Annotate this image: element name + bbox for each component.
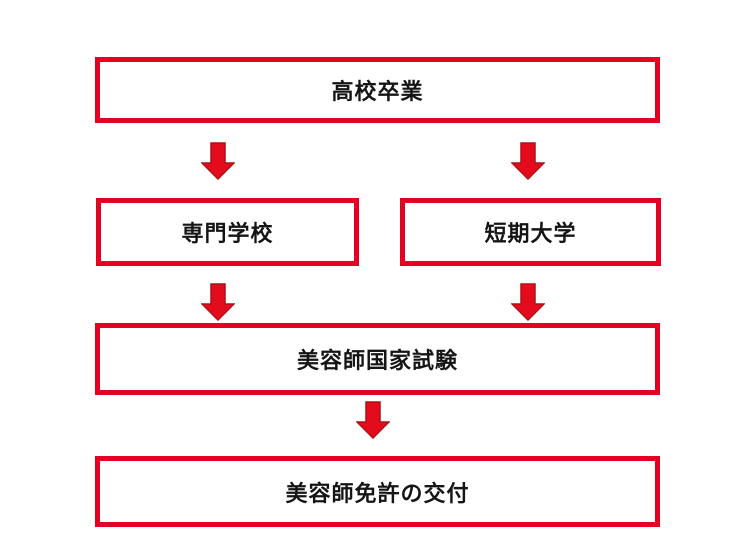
down-arrow-icon	[511, 142, 545, 180]
down-arrow-icon	[201, 142, 235, 180]
node-license-issuance: 美容師免許の交付	[95, 456, 660, 527]
down-arrow-icon	[201, 283, 235, 321]
node-license-issuance-label: 美容師免許の交付	[285, 480, 470, 506]
node-junior-college: 短期大学	[400, 198, 661, 266]
node-junior-college-label: 短期大学	[484, 221, 577, 246]
node-highschool-graduation: 高校卒業	[95, 57, 660, 123]
node-vocational-school-label: 専門学校	[181, 221, 274, 246]
node-vocational-school: 専門学校	[96, 198, 359, 266]
node-highschool-graduation-label: 高校卒業	[331, 79, 424, 104]
node-national-exam-label: 美容師国家試験	[296, 348, 458, 373]
down-arrow-icon	[511, 283, 545, 321]
down-arrow-icon	[356, 401, 390, 439]
node-national-exam: 美容師国家試験	[95, 323, 660, 395]
